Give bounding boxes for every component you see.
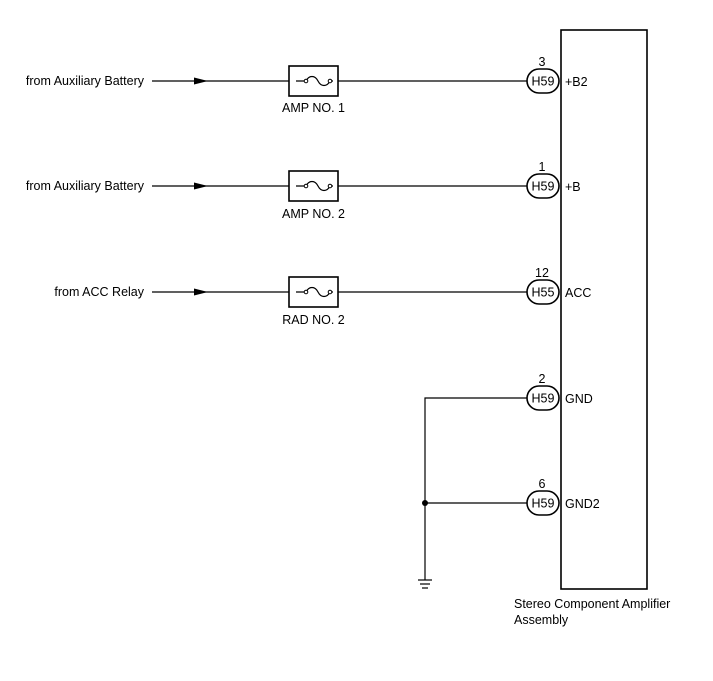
- ground-wire: [424, 397, 527, 580]
- terminal-label: +B: [565, 180, 581, 194]
- terminal-label: +B2: [565, 75, 588, 89]
- arrow-right-icon: [194, 77, 208, 85]
- circuit-acc: from ACC Relay RAD NO. 2 12 H55 ACC: [54, 266, 591, 327]
- ground-circuit: 2 H59 GND 6 H59 GND2: [418, 372, 600, 589]
- fuse-label: RAD NO. 2: [282, 313, 345, 327]
- pin-number: 2: [539, 372, 546, 386]
- source-label: from ACC Relay: [54, 285, 144, 299]
- fuse-icon: [288, 65, 339, 97]
- circuit-b2: from Auxiliary Battery AMP NO. 1 3 H59 +…: [26, 55, 588, 115]
- fuse-label: AMP NO. 2: [282, 207, 345, 221]
- circuit-b: from Auxiliary Battery AMP NO. 2 1 H59 +…: [26, 160, 581, 221]
- connector-id: H59: [532, 497, 555, 511]
- connector-shape: [526, 173, 560, 199]
- junction-dot: [422, 500, 428, 506]
- component-label-line2: Assembly: [514, 613, 569, 627]
- source-label: from Auxiliary Battery: [26, 74, 145, 88]
- terminal-label: ACC: [565, 286, 591, 300]
- fuse-icon: [288, 170, 339, 202]
- connector-id: H59: [532, 75, 555, 89]
- connector-shape: [526, 279, 560, 305]
- connector-shape: [526, 385, 560, 411]
- pin-number: 1: [539, 160, 546, 174]
- fuse-label: AMP NO. 1: [282, 101, 345, 115]
- pin-number: 6: [539, 477, 546, 491]
- connector-shape: [526, 68, 560, 94]
- fuse-icon: [288, 276, 339, 308]
- source-label: from Auxiliary Battery: [26, 179, 145, 193]
- connector-shape: [526, 490, 560, 516]
- component-label-line1: Stereo Component Amplifier: [514, 597, 670, 611]
- ground-icon: [418, 579, 432, 589]
- connector-id: H59: [532, 392, 555, 406]
- terminal-label: GND: [565, 392, 593, 406]
- amplifier-box: [560, 29, 648, 590]
- arrow-right-icon: [194, 182, 208, 190]
- connector-id: H55: [532, 286, 555, 300]
- terminal-label: GND2: [565, 497, 600, 511]
- connector-id: H59: [532, 180, 555, 194]
- pin-number: 12: [535, 266, 549, 280]
- arrow-right-icon: [194, 288, 208, 296]
- pin-number: 3: [539, 55, 546, 69]
